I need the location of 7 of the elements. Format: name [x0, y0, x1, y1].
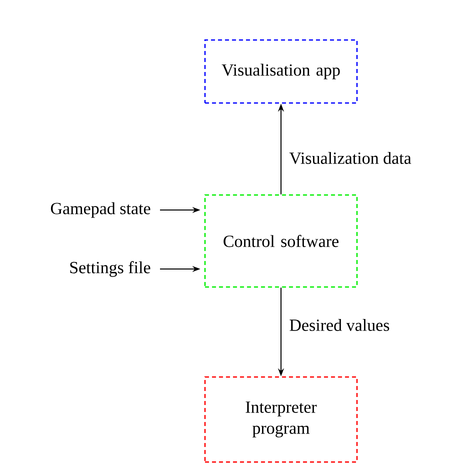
- edge-label: Desired values: [290, 319, 390, 331]
- process-box: Interpreter program: [204, 376, 358, 463]
- input-label: Settings file: [70, 261, 150, 277]
- process-box: Control software: [204, 194, 358, 288]
- process-box: Visualisation app: [204, 39, 358, 104]
- edge-label: Visualization data: [289, 152, 412, 164]
- input-label: Gamepad state: [50, 202, 150, 218]
